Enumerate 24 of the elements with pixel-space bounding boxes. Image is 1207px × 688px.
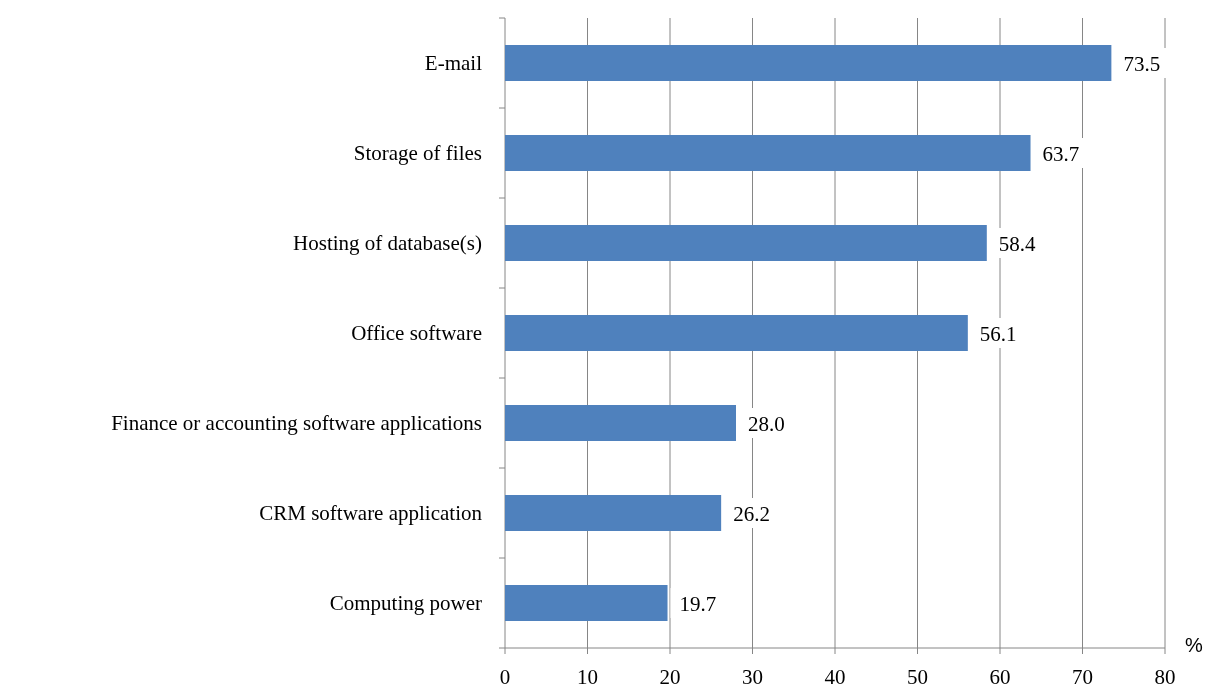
value-label: 63.7 xyxy=(1042,142,1080,166)
category-label: Hosting of database(s) xyxy=(293,231,482,255)
category-label: E-mail xyxy=(424,51,482,75)
value-label: 26.2 xyxy=(733,502,770,526)
category-label: Computing power xyxy=(329,591,482,615)
tick-label: 80 xyxy=(1154,665,1176,688)
tick-label: 50 xyxy=(907,665,928,688)
category-label: CRM software application xyxy=(259,501,482,525)
value-label: 56.1 xyxy=(979,322,1017,346)
category-label: Storage of files xyxy=(353,141,482,165)
axis-title: % xyxy=(1185,634,1203,656)
category-label: Finance or accounting software applications xyxy=(111,411,482,435)
value-label: 73.5 xyxy=(1123,52,1161,76)
tick-label: 40 xyxy=(824,665,846,688)
value-label: 58.4 xyxy=(998,232,1036,256)
tick-label: 30 xyxy=(742,665,763,688)
tick-label: 20 xyxy=(659,665,681,688)
tick-label: 60 xyxy=(989,665,1011,688)
tick-label: 70 xyxy=(1072,665,1093,688)
tick-label: 10 xyxy=(577,665,598,688)
category-label: Office software xyxy=(351,321,482,345)
value-label: 19.7 xyxy=(679,592,717,616)
tick-label: 0 xyxy=(499,665,511,688)
value-label: 28.0 xyxy=(748,412,785,436)
